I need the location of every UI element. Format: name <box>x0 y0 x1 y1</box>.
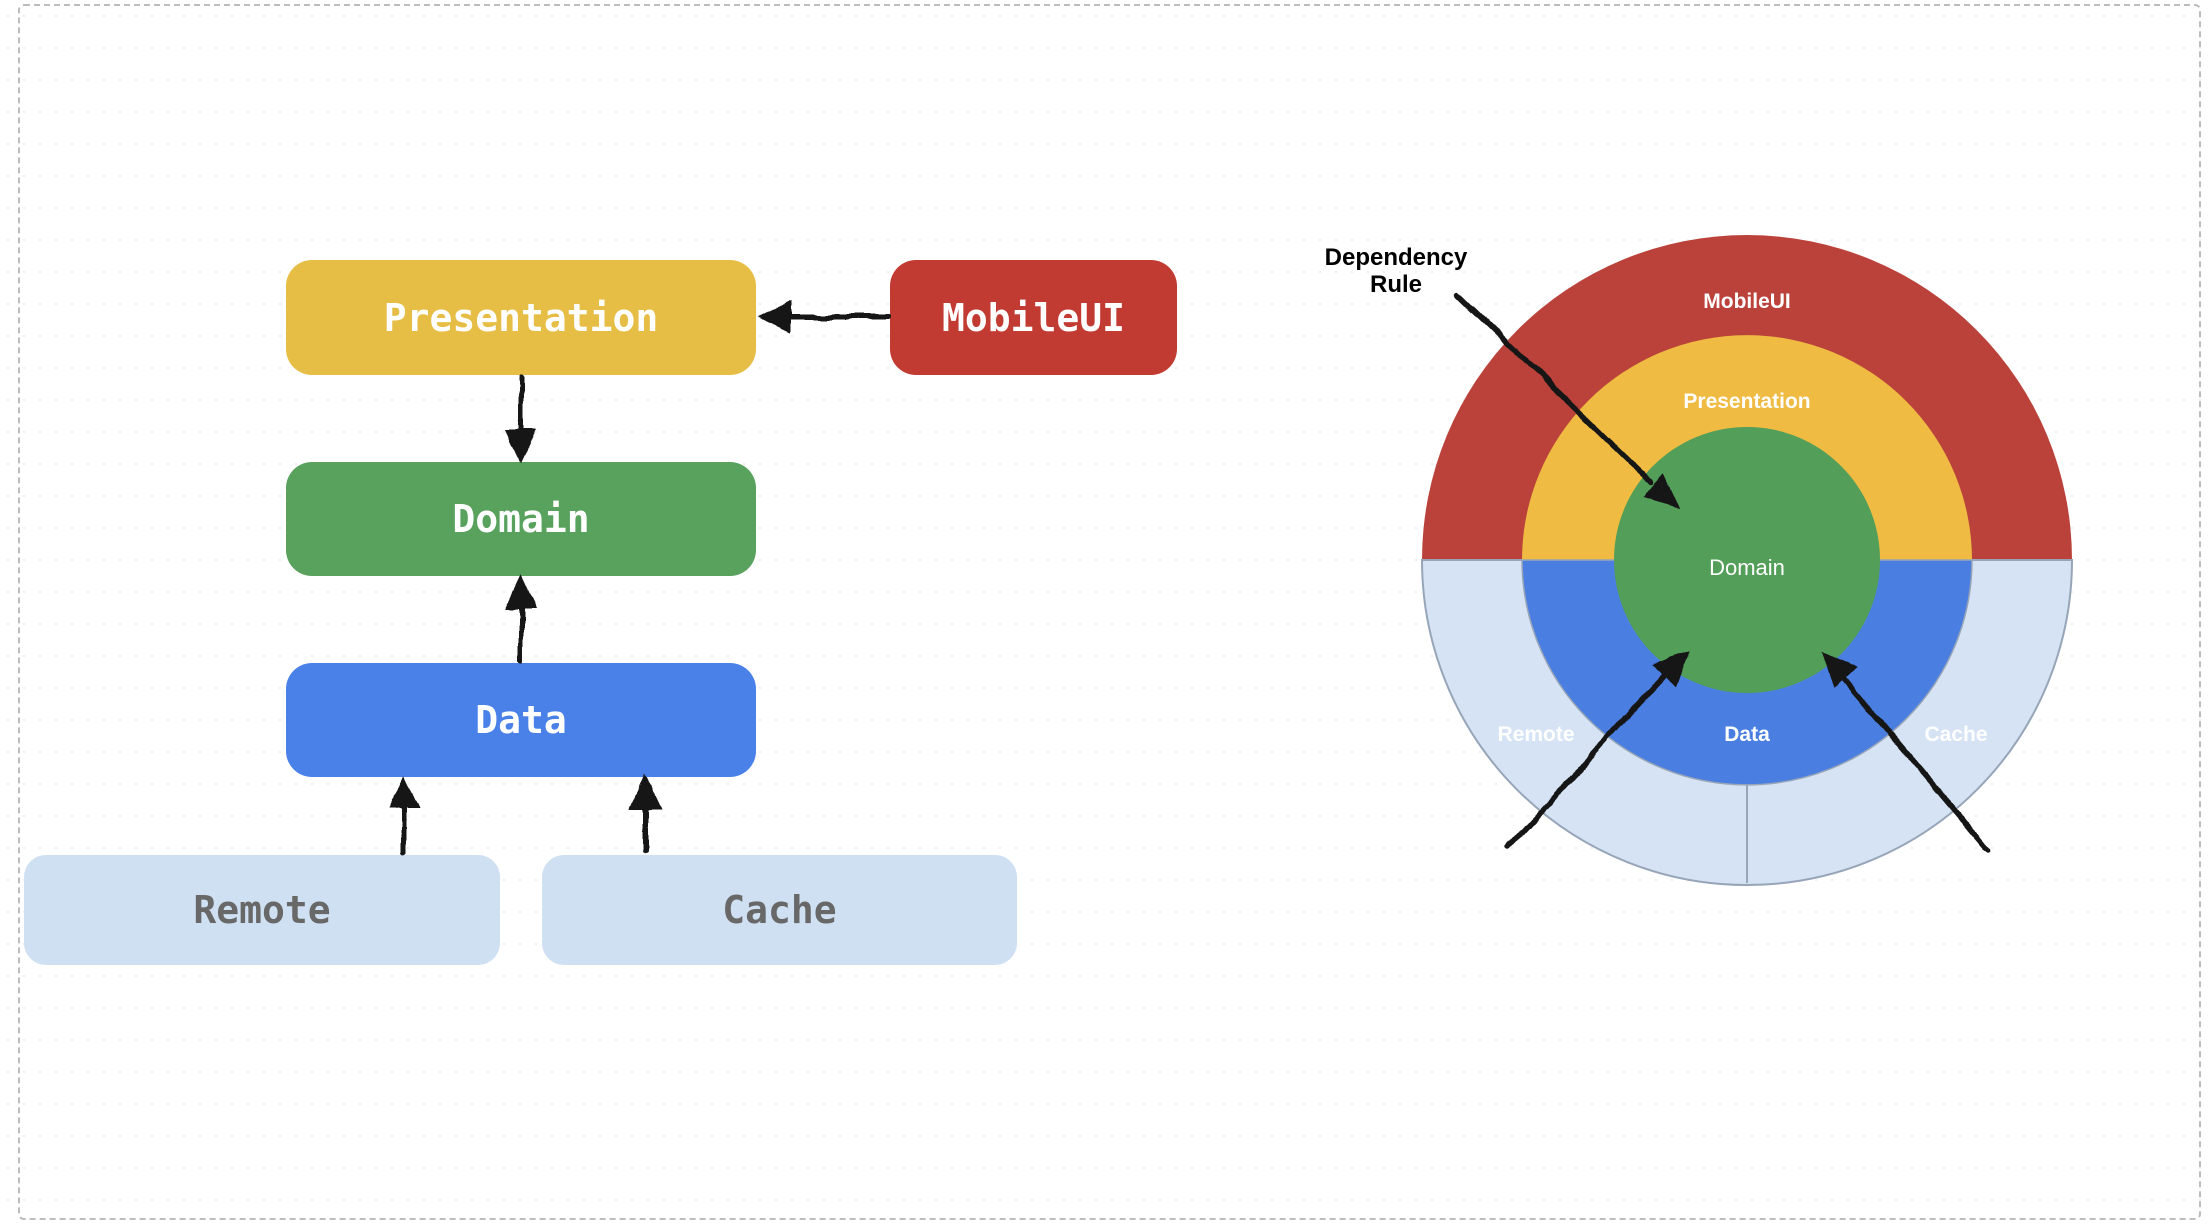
ring-label-cache: Cache <box>1924 723 1988 746</box>
flowchart-node-presentation: Presentation <box>286 260 756 375</box>
node-label: Domain <box>452 497 590 541</box>
arrow-presentation-to-domain-icon <box>505 374 537 463</box>
flowchart-node-data: Data <box>286 663 756 777</box>
ring-label-data: Data <box>1724 723 1770 746</box>
arrow-mobileui-to-presentation-icon <box>757 301 891 333</box>
page-border <box>18 4 2201 1220</box>
ring-label-domain: Domain <box>1709 555 1785 580</box>
flowchart-node-remote: Remote <box>24 855 500 965</box>
dependency-rule-annotation: Dependency Rule <box>1325 244 1468 298</box>
ring-label-mobileui: MobileUI <box>1703 290 1791 313</box>
node-label: MobileUI <box>941 295 1126 340</box>
node-label: Remote <box>193 888 331 932</box>
ring-label-remote: Remote <box>1497 723 1575 746</box>
arrow-bottom-right-into-domain-icon <box>1821 650 1991 853</box>
arrow-dependency-rule-icon <box>1455 292 1680 510</box>
flowchart-node-mobileui: MobileUI <box>890 260 1177 375</box>
arrow-bottom-left-into-domain-icon <box>1504 650 1690 851</box>
arrow-cache-to-data-icon <box>629 775 661 856</box>
node-label: Presentation <box>383 295 659 340</box>
node-label: Cache <box>722 888 837 932</box>
ring-middle-top-yellow <box>1522 335 1972 560</box>
flowchart-node-domain: Domain <box>286 462 756 576</box>
dependency-rule-line1: Dependency <box>1324 244 1468 271</box>
node-label: Data <box>475 698 567 742</box>
arrow-remote-to-data-icon <box>388 775 420 856</box>
flowchart-node-cache: Cache <box>542 855 1017 965</box>
ring-middle-bottom-blue <box>1521 559 1973 786</box>
arrow-data-to-domain-icon <box>505 575 537 664</box>
ring-label-presentation: Presentation <box>1683 390 1811 413</box>
dependency-rule-line2: Rule <box>1369 271 1422 298</box>
